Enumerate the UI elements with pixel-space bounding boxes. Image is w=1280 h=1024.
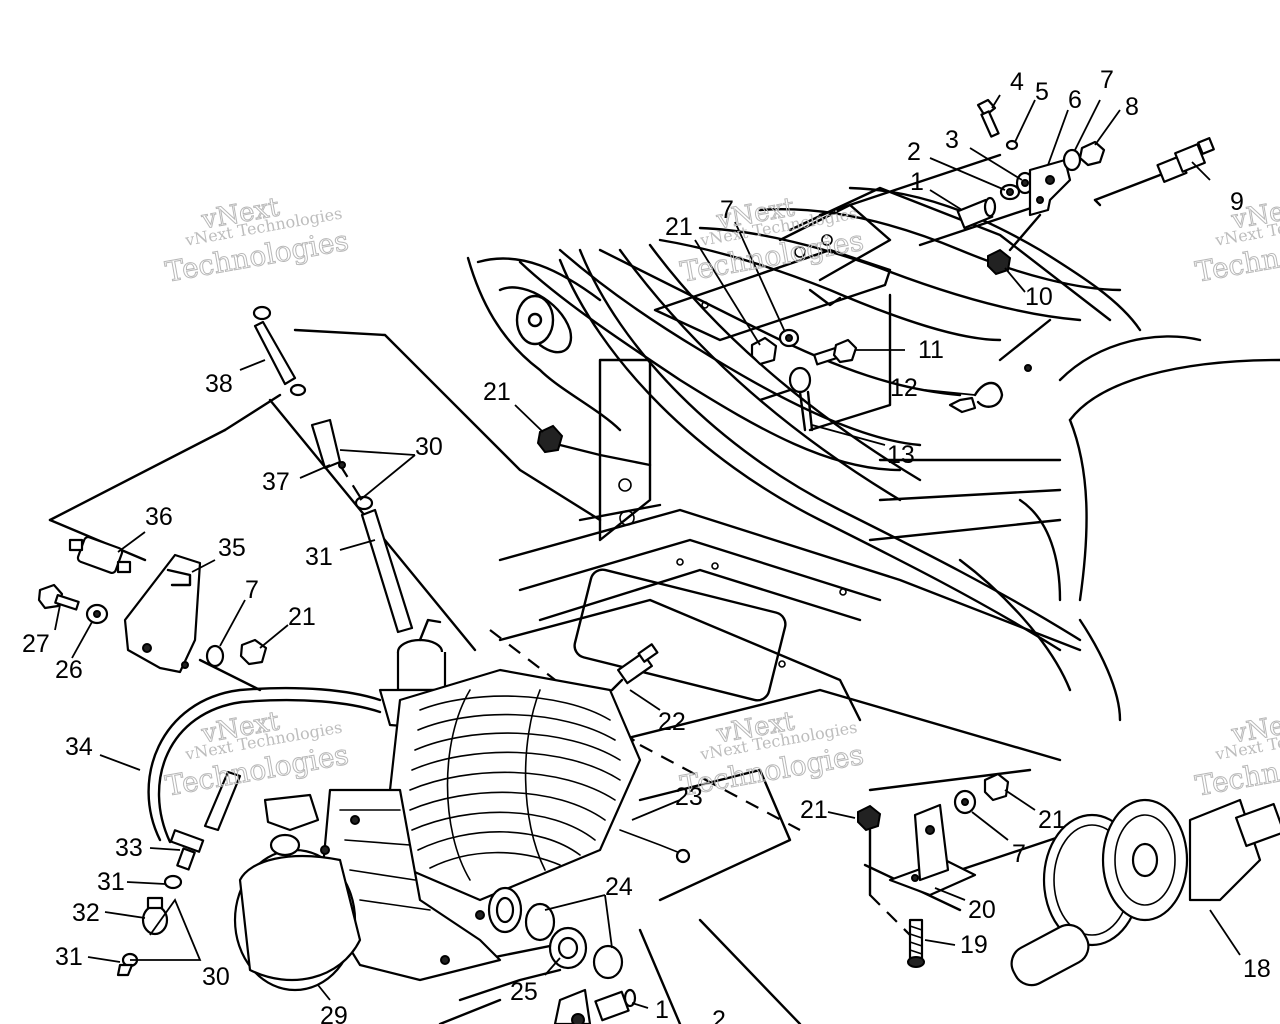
- callout-8: 8: [1125, 93, 1139, 121]
- callout-21-rear-left: 21: [800, 796, 828, 824]
- mount-20-icon: [888, 803, 977, 897]
- callout-31-mid: 31: [97, 868, 125, 896]
- hose-31-icon: [360, 508, 414, 634]
- callout-7-rear: 7: [1012, 840, 1026, 868]
- filter-32-icon: [141, 896, 169, 936]
- engine-assembly: [233, 618, 691, 992]
- callout-32: 32: [72, 899, 100, 927]
- nut-21b-icon: [536, 424, 564, 454]
- washer-7-icon: [1062, 148, 1082, 172]
- switch-9-icon: [1156, 137, 1215, 183]
- callout-2-bottom: 2: [712, 1006, 726, 1024]
- bolt-27-icon: [37, 583, 80, 611]
- clamp-24b-icon: [592, 944, 624, 980]
- washer-5-icon: [1005, 139, 1019, 151]
- callout-4: 4: [1010, 68, 1024, 96]
- hose-38-icon: [252, 305, 307, 397]
- tee-33-icon: [169, 829, 205, 871]
- callout-21-mid: 21: [483, 378, 511, 406]
- bolt-11-icon: [813, 338, 858, 366]
- spacer-1-icon: [956, 196, 997, 230]
- callout-25: 25: [510, 978, 538, 1006]
- clip-13-icon: [788, 366, 814, 432]
- assembly-lines: [48, 153, 1162, 1024]
- bolt-4-icon: [976, 98, 1000, 138]
- nut-21e-icon: [983, 772, 1010, 802]
- watermark-mid-right: vNext vNext Technologies Technologies: [1192, 706, 1280, 803]
- callout-38: 38: [205, 370, 233, 398]
- watermark-top-middle: vNext vNext Technologies Technologies: [677, 192, 866, 289]
- washer-7c-icon: [205, 644, 225, 668]
- filter-37-icon: [310, 418, 363, 501]
- watermark-top-left: vNext vNext Technologies Technologies: [162, 192, 351, 289]
- callout-27: 27: [22, 630, 50, 658]
- callout-3: 3: [945, 126, 959, 154]
- intake-hardware: [524, 902, 637, 1024]
- callout-21-rear-right: 21: [1038, 806, 1066, 834]
- callout-19: 19: [960, 931, 988, 959]
- callout-10: 10: [1025, 283, 1053, 311]
- nut-10-icon: [987, 248, 1012, 276]
- callout-29: 29: [320, 1002, 348, 1024]
- callout-23: 23: [675, 783, 703, 811]
- callout-33: 33: [115, 834, 143, 862]
- clamp-31c-icon: [163, 874, 183, 890]
- callout-31-lower: 31: [55, 943, 83, 971]
- bolt-19-icon: [907, 918, 925, 968]
- callout-21-left: 21: [288, 603, 316, 631]
- callout-31-upper: 31: [305, 543, 333, 571]
- cylinder-fins-icon: [388, 668, 642, 902]
- callout-20: 20: [968, 896, 996, 924]
- nut-8-icon: [1078, 140, 1106, 167]
- callout-30-lower: 30: [202, 963, 230, 991]
- callout-30-upper: 30: [415, 433, 443, 461]
- wire-23-icon: [619, 829, 686, 856]
- callout-2: 2: [907, 138, 921, 166]
- hose-34-icon: [147, 686, 382, 844]
- callout-24: 24: [605, 873, 633, 901]
- callout-1: 1: [910, 168, 924, 196]
- frame-structure: [466, 186, 1280, 1024]
- callout-26: 26: [55, 656, 83, 684]
- top-right-hardware: [956, 98, 1215, 276]
- clutch-18-icon: [1010, 798, 1280, 987]
- callout-12: 12: [890, 374, 918, 402]
- watermark-group: vNext vNext Technologies Technologies vN…: [162, 192, 1280, 803]
- callout-37: 37: [262, 468, 290, 496]
- callout-1-bottom: 1: [655, 996, 669, 1024]
- callout-7-top: 7: [720, 196, 734, 224]
- bracket-35-icon: [123, 553, 202, 674]
- callout-13: 13: [887, 441, 915, 469]
- hose-31b-icon: [203, 770, 242, 832]
- upper-middle-hardware: [536, 328, 1032, 454]
- callout-9: 9: [1230, 188, 1244, 216]
- callout-7-left: 7: [245, 576, 259, 604]
- nut-21d-icon: [857, 804, 882, 832]
- clamp-24a-icon: [524, 902, 556, 942]
- callout-36: 36: [145, 503, 173, 531]
- callout-21-top: 21: [665, 213, 693, 241]
- nut-21c-icon: [239, 638, 268, 666]
- callout-labels: 1 2 3 4 5 6 7 8 9 10 11 12 13 21 7 21 38…: [22, 66, 1271, 1024]
- spark-plug-22-icon: [610, 643, 659, 692]
- callout-leaders: [54, 94, 1241, 1009]
- spacer-36-icon: [68, 535, 132, 575]
- callout-35: 35: [218, 534, 246, 562]
- lower-left-fuel-parts: [116, 770, 242, 977]
- callout-11: 11: [918, 336, 944, 364]
- callout-18: 18: [1243, 955, 1271, 983]
- recoil-starter-icon: [233, 793, 362, 992]
- left-bracket-hardware: [37, 535, 268, 674]
- callout-22: 22: [658, 708, 686, 736]
- callout-34: 34: [65, 733, 93, 761]
- callout-5: 5: [1035, 78, 1049, 106]
- rear-drive-hardware: [857, 772, 1280, 987]
- callout-7: 7: [1100, 66, 1114, 94]
- callout-6: 6: [1068, 86, 1082, 114]
- nut-21a-icon: [750, 336, 778, 366]
- clamp-12-icon: [948, 364, 1032, 414]
- spacer-1b-icon: [594, 988, 637, 1022]
- bracket-6-icon: [1028, 158, 1072, 217]
